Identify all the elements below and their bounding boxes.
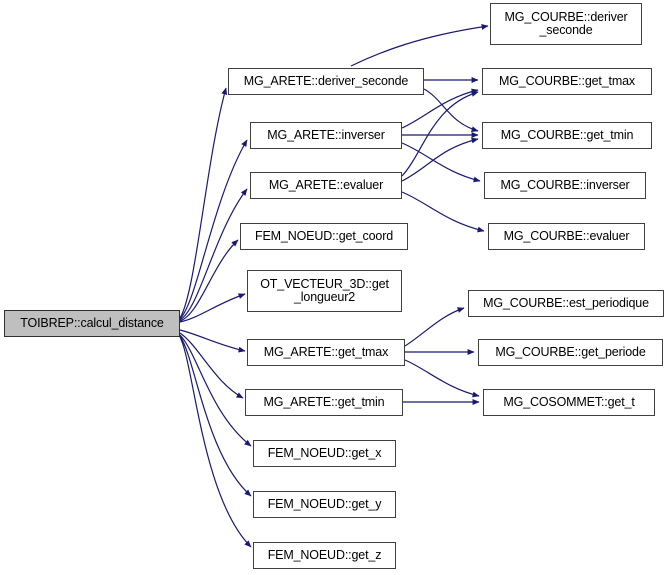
function-node-co_inverser[interactable]: MG_COURBE::inverser (484, 172, 646, 199)
function-node-ar_get_tmax[interactable]: MG_ARETE::get_tmax (247, 339, 405, 366)
function-node-fn_get_y[interactable]: FEM_NOEUD::get_y (253, 491, 396, 518)
function-node-ar_deriver[interactable]: MG_ARETE::deriver_seconde (228, 68, 424, 95)
function-node-fn_get_coord[interactable]: FEM_NOEUD::get_coord (240, 223, 408, 250)
call-edge-root-to-fn_get_coord (179, 239, 239, 322)
call-edge-ar_get_tmax-to-cos_get_t (404, 359, 480, 398)
call-edge-root-to-ot_longueur2 (179, 293, 246, 323)
function-node-fn_get_x[interactable]: FEM_NOEUD::get_x (253, 440, 396, 467)
function-node-cos_get_t[interactable]: MG_COSOMMET::get_t (483, 389, 655, 416)
call-edge-ar_inverser-to-co_inverser (401, 142, 481, 183)
call-edge-root-to-ar_inverser (179, 139, 248, 320)
call-edge-ar_deriver-to-co_deriver (350, 24, 489, 67)
call-edge-ar_get_tmax-to-co_est_per (404, 307, 465, 347)
call-edge-root-to-ar_deriver (179, 87, 228, 319)
function-node-co_deriver[interactable]: MG_COURBE::deriver _seconde (490, 3, 642, 45)
function-node-ar_get_tmin[interactable]: MG_ARETE::get_tmin (245, 389, 403, 416)
function-node-co_get_per[interactable]: MG_COURBE::get_periode (478, 339, 663, 366)
function-node-ar_inverser[interactable]: MG_ARETE::inverser (250, 122, 402, 149)
call-edge-ar_inverser-to-co_get_tmax (401, 88, 479, 129)
call-edge-root-to-fn_get_z (179, 336, 252, 548)
root-node-root[interactable]: TOIBREP::calcul_distance (4, 310, 180, 337)
call-edge-root-to-ar_evaluer (179, 188, 248, 321)
function-node-co_est_per[interactable]: MG_COURBE::est_periodique (468, 290, 664, 317)
call-edge-root-to-ar_get_tmin (179, 332, 244, 399)
call-edge-ar_evaluer-to-co_get_tmin (401, 137, 479, 182)
call-edge-ar_evaluer-to-co_get_tmax (401, 91, 479, 177)
function-node-ot_longueur2[interactable]: OT_VECTEUR_3D::get _longueur2 (247, 270, 402, 312)
call-edge-root-to-fn_get_y (179, 335, 252, 497)
function-node-fn_get_z[interactable]: FEM_NOEUD::get_z (253, 542, 396, 569)
function-node-co_get_tmin[interactable]: MG_COURBE::get_tmin (482, 122, 652, 149)
call-edge-root-to-fn_get_x (179, 334, 252, 447)
function-node-co_evaluer[interactable]: MG_COURBE::evaluer (488, 223, 645, 250)
function-node-co_get_tmax[interactable]: MG_COURBE::get_tmax (482, 68, 652, 95)
call-edge-root-to-ar_get_tmax (179, 329, 246, 353)
function-node-ar_evaluer[interactable]: MG_ARETE::evaluer (250, 172, 402, 199)
call-edge-ar_evaluer-to-co_evaluer (401, 191, 485, 233)
